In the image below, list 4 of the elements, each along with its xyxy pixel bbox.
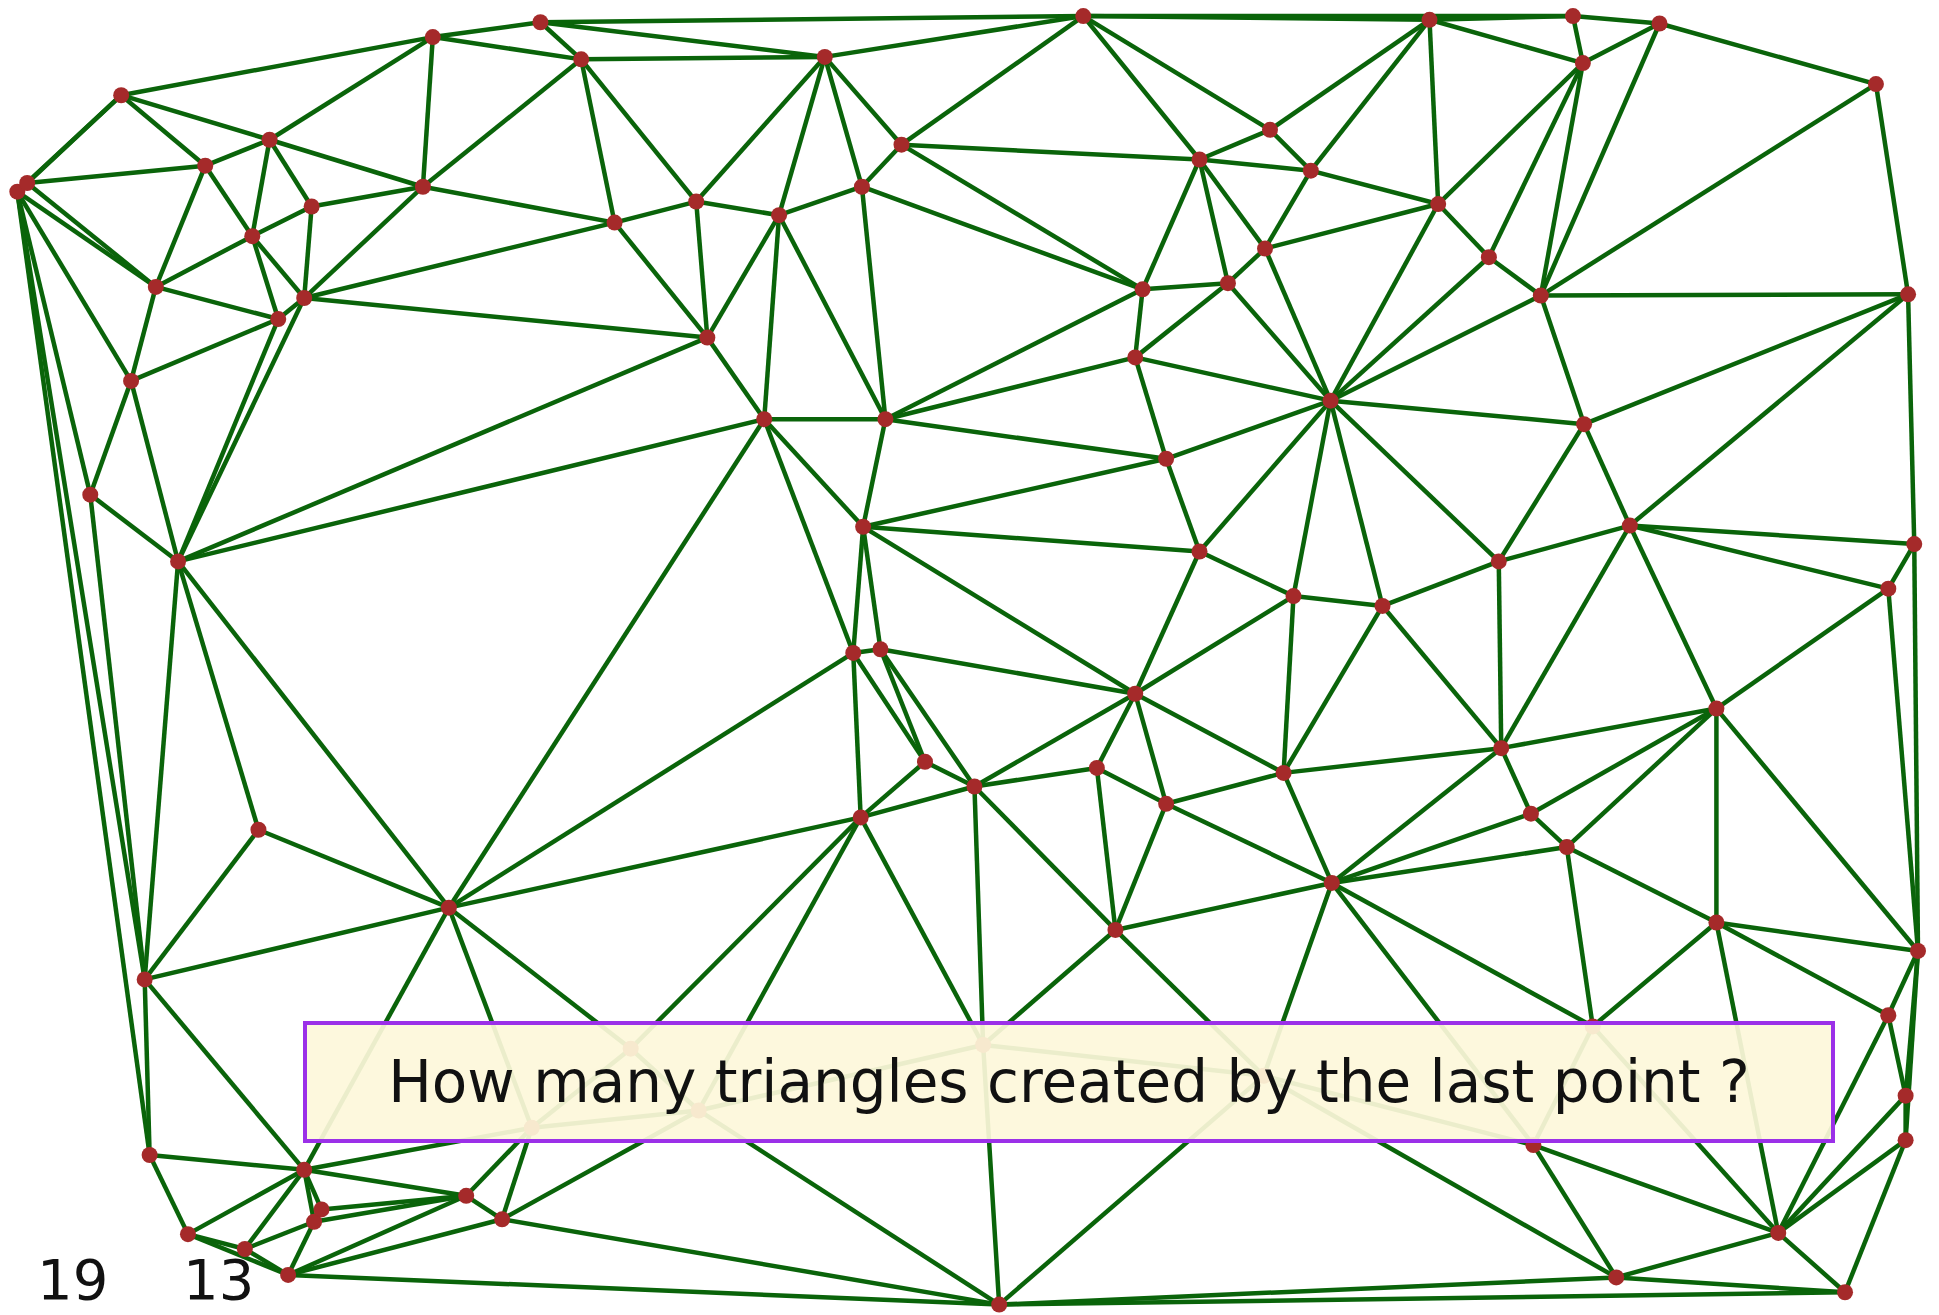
counter-number: 13 — [183, 1252, 255, 1308]
question-box — [303, 1021, 1835, 1143]
question-text: How many triangles created by the last point ? — [388, 1048, 1750, 1116]
counter-number: 19 — [37, 1252, 109, 1308]
